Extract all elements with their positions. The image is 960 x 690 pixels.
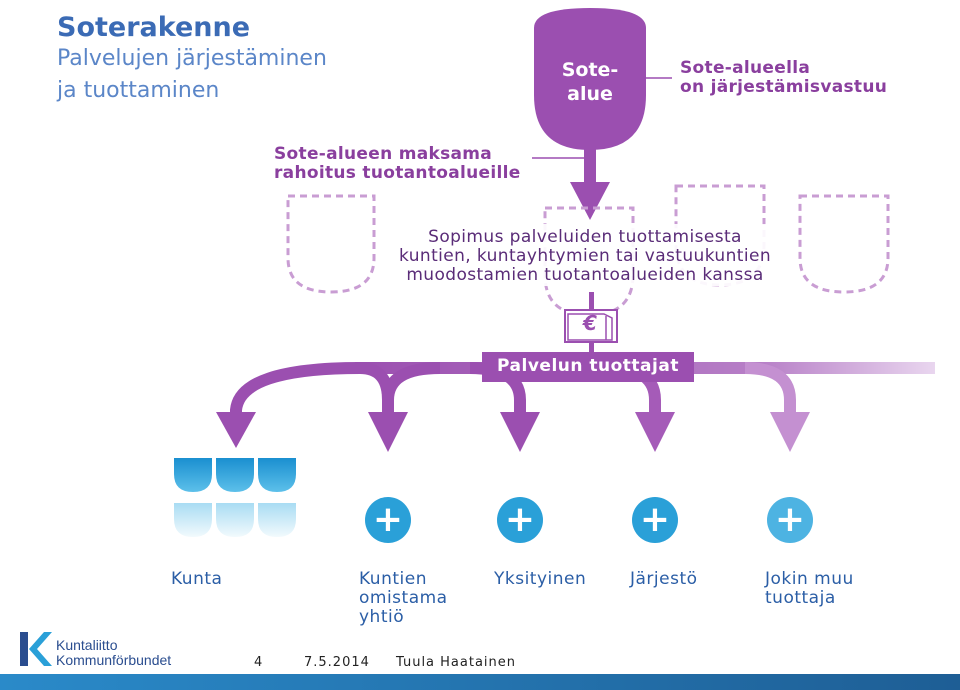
branch-2-arrow-head — [368, 412, 408, 452]
funding-text: Sote-alueen maksama rahoitus tuotantoalu… — [274, 145, 521, 183]
euro-book-icon — [564, 309, 618, 343]
branch-3-arrow-head — [500, 412, 540, 452]
kunta-branch — [230, 362, 361, 420]
contract-text: Sopimus palveluiden tuottamisesta kuntie… — [380, 228, 790, 285]
provider-label: tuottaja — [765, 588, 836, 608]
provider-jokin-muu: Jokin muu tuottaja — [765, 570, 854, 608]
contract-line3: muodostamien tuotantoalueiden kanssa — [406, 265, 764, 285]
footer-author: Tuula Haatainen — [396, 655, 517, 670]
provider-label: Kuntien — [359, 569, 427, 589]
kunta-arrow-head — [216, 412, 256, 448]
plus-icon: + — [372, 499, 404, 540]
branch-5 — [744, 362, 796, 415]
logo-line1: Kuntaliitto — [56, 637, 118, 653]
provider-label: Jokin muu — [765, 569, 854, 589]
main-arrow-shaft — [584, 148, 596, 188]
main-arrow-head — [570, 182, 610, 220]
sote-area-line2: alue — [567, 83, 613, 105]
provider-label: omistama — [359, 588, 448, 608]
plus-circle-2 — [497, 497, 543, 543]
sote-area-label: Sote- alue — [534, 58, 646, 106]
producers-box-bg — [482, 352, 694, 382]
sote-area-shape — [534, 8, 646, 150]
page-title: Soterakenne — [57, 12, 251, 43]
provider-label: Yksityinen — [494, 569, 587, 589]
funding-line1: Sote-alueen maksama — [274, 144, 493, 164]
plus-icon: + — [774, 499, 806, 540]
contract-line1: Sopimus palveluiden tuottamisesta — [428, 227, 742, 247]
provider-label: Järjestö — [630, 569, 698, 589]
logo-line2: Kommunförbundet — [56, 652, 172, 668]
footer-bar — [0, 674, 960, 690]
responsibility-line1: Sote-alueella — [680, 58, 811, 78]
footer-page-number: 4 — [254, 655, 264, 670]
logo-text: Kuntaliitto Kommunförbundet — [56, 638, 171, 668]
provider-label: yhtiö — [359, 607, 405, 627]
responsibility-text: Sote-alueella on järjestämisvastuu — [680, 59, 887, 97]
funding-line2: rahoitus tuotantoalueille — [274, 163, 521, 183]
provider-kuntien-yhtio: Kuntien omistama yhtiö — [359, 570, 448, 627]
production-area-4 — [798, 194, 890, 294]
municipality-icons — [174, 458, 296, 537]
plus-icon: + — [639, 499, 671, 540]
provider-label: Kunta — [171, 569, 223, 589]
plus-icon: + — [504, 499, 536, 540]
contract-line2: kuntien, kuntayhtymien tai vastuukuntien — [399, 246, 771, 266]
provider-yksityinen: Yksityinen — [494, 570, 586, 589]
branch-4-arrow-head — [635, 412, 675, 452]
page-subtitle-line2: ja tuottaminen — [57, 78, 220, 103]
page-subtitle-line1: Palvelujen järjestäminen — [57, 46, 327, 71]
responsibility-line2: on järjestämisvastuu — [680, 77, 888, 97]
branch-5-arrow-head — [770, 412, 810, 452]
producers-box-label: Palvelun tuottajat — [497, 356, 679, 376]
plus-circle-3 — [632, 497, 678, 543]
plus-circle-4 — [767, 497, 813, 543]
provider-kunta: Kunta — [171, 570, 222, 589]
provider-jarjesto: Järjestö — [630, 570, 698, 589]
branch-2b — [382, 362, 441, 401]
production-area-1 — [286, 194, 376, 294]
euro-symbol: € — [583, 311, 597, 335]
kuntaliitto-logo-mark — [20, 632, 52, 666]
plus-circle-1 — [365, 497, 411, 543]
sote-area-line1: Sote- — [561, 59, 619, 81]
footer-date: 7.5.2014 — [304, 655, 370, 670]
